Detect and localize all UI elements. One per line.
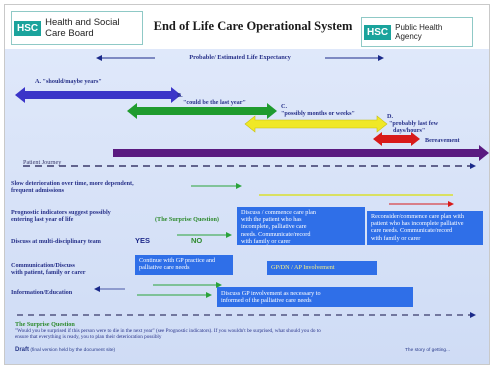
row-communication-line2: with patient, family or carer	[11, 269, 86, 276]
row-prognostic-line2: entering last year of life	[11, 216, 74, 223]
hscb-logo-line2: Care Board	[45, 28, 94, 39]
stage-b-letter: B.	[177, 92, 183, 99]
expectancy-label: Probable/ Estimated Life Expectancy	[189, 54, 291, 61]
hsc-badge: HSC	[364, 24, 392, 40]
care-plan-box	[237, 207, 365, 245]
row-information-education: Information/Education	[11, 289, 73, 296]
hsc-badge: HSC	[14, 20, 42, 36]
footer-page-note: The story of getting...	[405, 348, 451, 353]
pha-logo-line1: Public Health	[395, 22, 443, 32]
gp-involvement-necessary-box	[217, 287, 413, 307]
draft-label: Draft	[15, 347, 30, 353]
care-plan-box-text: Discuss / commence care plan with the pa…	[241, 209, 363, 245]
patient-journey-label: Patient Journey	[23, 159, 62, 166]
gp-involvement-box-text: GP/DN / AP Involvement	[271, 264, 335, 271]
reconsider-care-plan-box	[367, 211, 483, 245]
surprise-question-label: (The Surprise Question)	[155, 216, 219, 223]
draft-note: (final version held by the document site…	[30, 348, 116, 353]
care-plan-line5: with family or carer	[241, 237, 291, 245]
stage-b-arrow	[127, 103, 277, 119]
care-plan-line1: Discuss / commence care plan	[241, 209, 316, 216]
pha-logo-line2: Agency	[395, 32, 422, 41]
stage-d-arrow	[373, 132, 420, 146]
footer-question-line2: ensure that everything is ready, you to …	[15, 334, 162, 340]
care-plan-line3: incomplete, palliative care	[241, 223, 307, 231]
reconsider-line2: patient who has incomplete palliative	[371, 220, 464, 228]
stage-c-letter: C.	[281, 103, 288, 110]
pha-logo: HSC Public Health Agency	[361, 17, 473, 47]
header: HSC Health and Social Care Board End of …	[5, 5, 489, 49]
stage-c-arrow	[244, 115, 388, 133]
gp-necessary-line2: informed of the palliative care needs	[221, 297, 312, 305]
hscb-logo: HSC Health and Social Care Board	[11, 11, 143, 45]
continue-gp-line2: palliative care needs	[139, 264, 190, 272]
yes-label: YES	[135, 236, 151, 245]
pha-logo-text: Public Health Agency	[395, 23, 442, 42]
row-prognostic-line1: Prognostic indicators suggest possibly	[11, 209, 111, 216]
footer-question-text: "Would you be surprised if this person w…	[15, 328, 483, 340]
reconsider-line4: with family or carer	[371, 234, 421, 242]
continue-gp-box	[135, 255, 233, 275]
bereavement-label: Bereavement	[425, 137, 460, 144]
footer-question-line1: "Would you be surprised if this person w…	[15, 328, 321, 334]
row-slow-deterioration-line2: frequent admissions	[11, 187, 65, 194]
care-plan-line4: needs. Communicate/record	[241, 230, 311, 238]
footer-draft: Draft (final version held by the documen…	[15, 347, 115, 353]
diagram-graphics	[15, 55, 489, 318]
stage-d-letter: D.	[387, 113, 394, 120]
stage-d-label-line2: days/hours"	[393, 127, 426, 134]
reconsider-line3: care needs. Communicate/record	[371, 227, 453, 235]
continue-gp-box-text: Continue with GP practice and palliative…	[139, 257, 231, 271]
stage-a-arrow	[15, 87, 181, 103]
row-slow-deterioration-line1: Slow deterioration over time, more depen…	[11, 180, 134, 187]
hscb-logo-text: Health and Social Care Board	[45, 17, 119, 39]
hscb-logo-line1: Health and Social	[45, 17, 120, 28]
gp-involvement-box	[267, 261, 377, 275]
diagram-body: Probable/ Estimated Life Expectancy A. "…	[5, 49, 489, 364]
gp-necessary-line1: Discuss GP involvement as necessary to	[221, 290, 321, 297]
page-title: End of Life Care Operational System	[153, 19, 353, 33]
reconsider-box-text: Reconsider/commence care plan with patie…	[371, 213, 483, 242]
stage-a-label: A. "should/maybe years"	[35, 78, 102, 85]
reconsider-line1: Reconsider/commence care plan with	[371, 213, 464, 220]
continue-gp-line1: Continue with GP practice and	[139, 257, 216, 264]
stage-c-label: "possibly months or weeks"	[281, 110, 355, 117]
row-communication-line1: Communication/Discuss	[11, 262, 75, 269]
care-plan-line2: with the patient who has	[241, 216, 302, 224]
patient-journey-bar	[113, 145, 489, 161]
no-label: NO	[191, 236, 203, 245]
footer-question-title: The Surprise Question	[15, 321, 75, 328]
slide: HSC Health and Social Care Board End of …	[4, 4, 490, 365]
row-multidisciplinary: Discuss at multi-disciplinary team	[11, 238, 101, 245]
gp-necessary-box-text: Discuss GP involvement as necessary to i…	[221, 290, 411, 304]
stage-d-label-line1: "probably last few	[389, 120, 439, 127]
stage-b-label: "could be the last year"	[183, 99, 246, 106]
